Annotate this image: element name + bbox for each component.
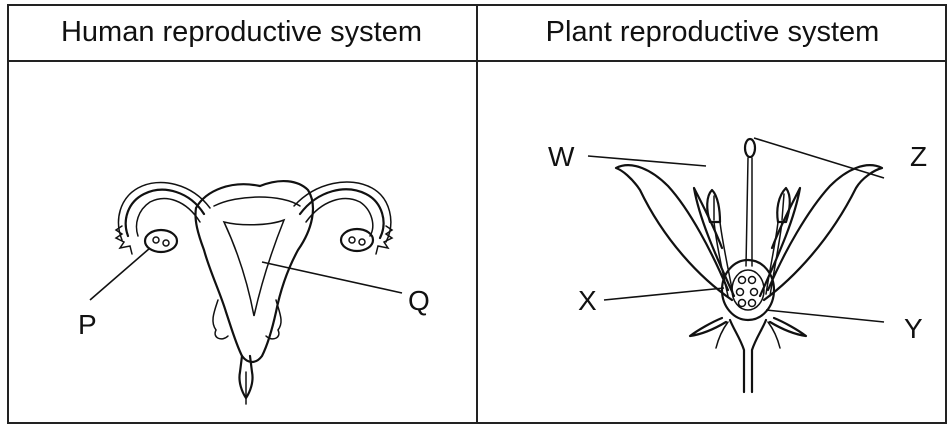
label-q: Q xyxy=(408,285,430,316)
ovules xyxy=(737,277,758,307)
label-p: P xyxy=(78,309,97,340)
receptacle-stalk xyxy=(730,320,744,392)
female-reproductive-system-drawing xyxy=(116,181,392,404)
right-inner-petal xyxy=(760,188,800,296)
label-x: X xyxy=(578,285,597,316)
leader-line-x xyxy=(604,288,724,300)
leader-line-w xyxy=(588,156,706,166)
label-w: W xyxy=(548,141,575,172)
uterine-cavity xyxy=(224,220,284,316)
style xyxy=(746,158,748,266)
uterus-outline xyxy=(195,181,312,362)
flower-drawing xyxy=(616,139,882,392)
leader-line-z xyxy=(754,138,884,178)
right-petal xyxy=(764,165,882,300)
leader-line-p xyxy=(90,248,150,300)
label-z: Z xyxy=(910,141,927,172)
leader-line-y xyxy=(766,310,884,322)
stigma xyxy=(745,139,755,157)
right-ovary xyxy=(341,229,373,251)
label-y: Y xyxy=(904,313,923,344)
